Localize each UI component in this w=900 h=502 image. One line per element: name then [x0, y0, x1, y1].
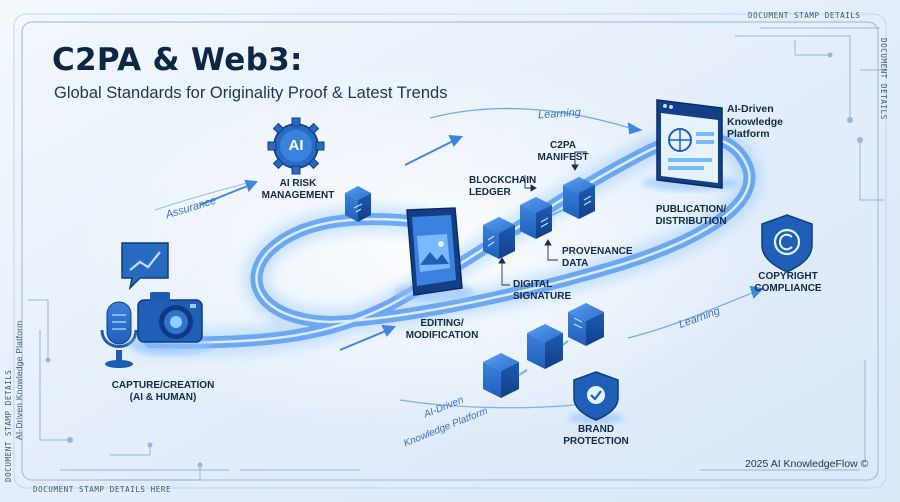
browser-window-icon	[642, 99, 738, 191]
microphone-icon	[100, 301, 138, 368]
page-title: C2PA & Web3:	[52, 42, 303, 78]
stamp-left-platform: AI-Driven Knowledge Platform	[14, 320, 24, 440]
tablet-icon	[394, 207, 474, 301]
camera-icon	[128, 292, 212, 355]
circuit-traces	[28, 27, 884, 481]
label-blockchain: BLOCKCHAIN LEDGER	[469, 175, 537, 198]
stamp-right: DOCUMENT DETAILS	[879, 38, 888, 120]
label-digital-signature: DIGITAL SIGNATURE	[513, 279, 572, 302]
stamp-left-details: DOCUMENT STAMP DETAILS	[4, 369, 13, 482]
page-subtitle: Global Standards for Originality Proof &…	[54, 84, 448, 102]
brand-shield-icon	[568, 371, 624, 424]
label-ai-risk: AI RISK MANAGEMENT	[261, 178, 335, 201]
ai-gear-icon	[267, 117, 325, 175]
label-provenance: PROVENANCE DATA	[562, 246, 633, 269]
copyright-shield-icon	[761, 214, 813, 273]
label-brand: BRAND PROTECTION	[563, 424, 629, 447]
label-c2pa-manifest: C2PA MANIFEST	[537, 140, 589, 163]
label-publication: PUBLICATION/ DISTRIBUTION	[655, 204, 727, 227]
ai-badge-text: AI	[288, 137, 304, 154]
stamp-bottom: DOCUMENT STAMP DETAILS HERE	[33, 485, 172, 494]
flow-arrows	[154, 107, 765, 409]
label-platform: AI-Driven Knowledge Platform	[727, 103, 784, 140]
copyright-notice: 2025 AI KnowledgeFlow ©	[745, 458, 869, 470]
callout-lines	[498, 151, 587, 286]
flow-ribbon	[137, 124, 763, 356]
lower-cubes	[483, 303, 604, 398]
small-cube	[345, 186, 371, 222]
blockchain-cubes	[483, 177, 595, 259]
stamp-top: DOCUMENT STAMP DETAILS	[748, 11, 861, 20]
chart-bubble-icon	[121, 242, 169, 291]
label-copyright: COPYRIGHT COMPLIANCE	[754, 271, 822, 294]
label-capture: CAPTURE/CREATION (AI & HUMAN)	[111, 380, 215, 403]
label-editing: EDITING/ MODIFICATION	[405, 318, 479, 341]
